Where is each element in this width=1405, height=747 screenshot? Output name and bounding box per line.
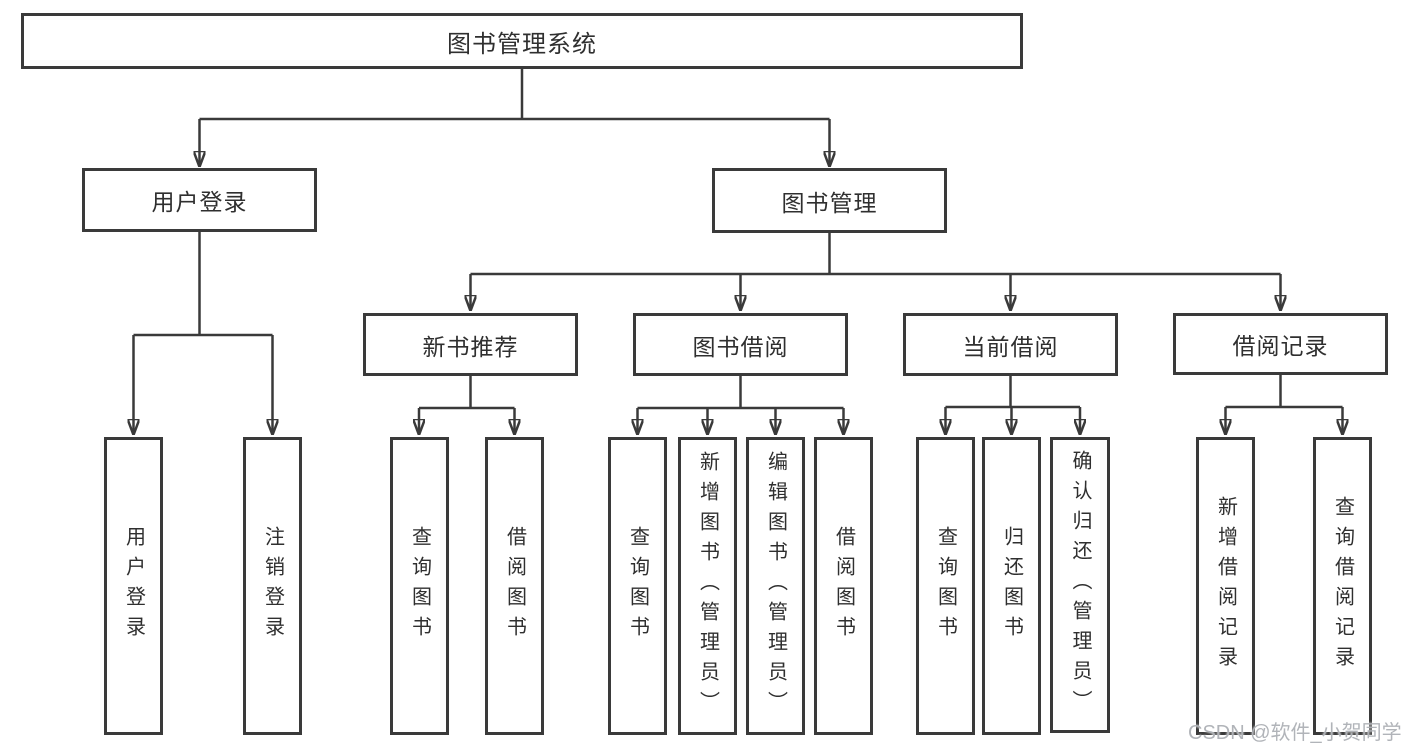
leaf-recommend-query-books: 查询图书 — [390, 437, 449, 735]
leaf-current-return-books-label: 归还图书 — [1000, 526, 1023, 646]
node-root-label: 图书管理系统 — [447, 30, 597, 58]
leaf-borrowing-edit-books-admin-label: 编辑图书（管理员） — [764, 451, 787, 721]
node-book-management-label: 图书管理 — [781, 189, 878, 216]
connector-root-to-level2 — [200, 69, 830, 166]
connector-book-borrowing-to-leaves — [638, 376, 844, 434]
node-book-borrowing: 图书借阅 — [633, 313, 848, 376]
leaf-user-login-label: 用户登录 — [122, 526, 145, 646]
leaf-current-query-books-label: 查询图书 — [934, 526, 957, 646]
node-current-borrowing: 当前借阅 — [903, 313, 1118, 376]
leaf-records-query-borrow-record-label: 查询借阅记录 — [1331, 496, 1354, 676]
leaf-current-query-books: 查询图书 — [916, 437, 975, 735]
leaf-recommend-borrow-books: 借阅图书 — [485, 437, 544, 735]
leaf-recommend-query-books-label: 查询图书 — [408, 526, 431, 646]
node-borrowing-records: 借阅记录 — [1173, 313, 1388, 375]
connector-recommendation-to-leaves — [419, 376, 515, 434]
leaf-records-add-borrow-record-label: 新增借阅记录 — [1214, 496, 1237, 676]
leaf-current-confirm-return-admin-label: 确认归还（管理员） — [1069, 450, 1091, 720]
leaf-borrowing-borrow-books: 借阅图书 — [814, 437, 873, 735]
leaf-borrowing-edit-books-admin: 编辑图书（管理员） — [746, 437, 805, 735]
node-new-book-recommendation-label: 新书推荐 — [422, 333, 519, 360]
leaf-borrowing-query-books-label: 查询图书 — [626, 526, 649, 646]
leaf-user-login: 用户登录 — [104, 437, 163, 735]
leaf-logout: 注销登录 — [243, 437, 302, 735]
leaf-borrowing-borrow-books-label: 借阅图书 — [832, 526, 855, 646]
connector-user-login-to-leaves — [134, 232, 273, 434]
csdn-watermark: CSDN @软件_小贺同学 — [1188, 722, 1402, 744]
leaf-current-return-books: 归还图书 — [982, 437, 1041, 735]
node-new-book-recommendation: 新书推荐 — [363, 313, 578, 376]
leaf-borrowing-add-books-admin: 新增图书（管理员） — [678, 437, 737, 735]
leaf-records-add-borrow-record: 新增借阅记录 — [1196, 437, 1255, 735]
leaf-borrowing-add-books-admin-label: 新增图书（管理员） — [696, 451, 719, 721]
node-book-management: 图书管理 — [712, 168, 947, 233]
node-user-login-label: 用户登录 — [151, 189, 248, 215]
node-book-borrowing-label: 图书借阅 — [692, 333, 789, 360]
node-current-borrowing-label: 当前借阅 — [962, 333, 1059, 360]
node-user-login: 用户登录 — [82, 168, 317, 232]
connector-current-borrowing-to-leaves — [946, 376, 1081, 434]
leaf-logout-label: 注销登录 — [261, 526, 284, 646]
connector-book-management-to-groups — [471, 233, 1281, 310]
leaf-records-query-borrow-record: 查询借阅记录 — [1313, 437, 1372, 735]
connector-borrowing-records-to-leaves — [1226, 375, 1343, 434]
node-borrowing-records-label: 借阅记录 — [1232, 333, 1329, 359]
leaf-borrowing-query-books: 查询图书 — [608, 437, 667, 735]
leaf-current-confirm-return-admin: 确认归还（管理员） — [1050, 437, 1110, 733]
leaf-recommend-borrow-books-label: 借阅图书 — [503, 526, 526, 646]
node-root: 图书管理系统 — [21, 13, 1023, 69]
